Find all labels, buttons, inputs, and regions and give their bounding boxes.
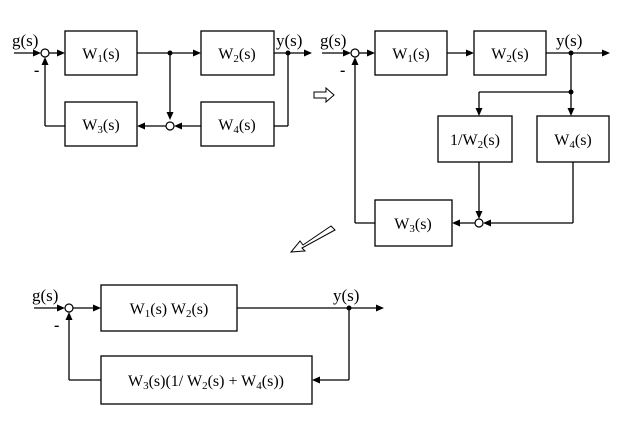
- arrowhead: [475, 108, 483, 116]
- input-signal-label: g(s): [320, 31, 346, 50]
- block-w2-label: W2(s): [218, 46, 256, 65]
- block-w3-label: W3(s): [394, 216, 432, 235]
- block-inv-w2-label: 1/W2(s): [450, 132, 500, 151]
- arrowhead: [57, 49, 65, 57]
- arrowhead: [452, 219, 460, 227]
- diagram-original: g(s) - W1(s) W2(s) y(s) W4(s) W3(s): [12, 30, 312, 147]
- arrowhead: [376, 304, 384, 312]
- diagram-intermediate: g(s) - W1(s) W2(s) y(s) 1/W2(s) W4(s): [320, 30, 610, 247]
- arrowhead: [475, 211, 483, 219]
- output-signal-label: y(s): [276, 31, 302, 50]
- block-w3-label: W3(s): [82, 117, 120, 136]
- block-w2: [473, 30, 547, 76]
- summing-junction: [64, 303, 74, 313]
- arrowhead: [33, 49, 41, 57]
- minus-sign: -: [340, 62, 345, 79]
- block-w4-label: W4(s): [554, 132, 592, 151]
- arrowhead: [304, 49, 312, 57]
- diagram-result: g(s) - W1(s) W2(s) y(s) W3(s)(1/ W2(s) +…: [32, 284, 384, 405]
- arrowhead: [137, 122, 145, 130]
- block-inv-w2: [437, 115, 513, 163]
- block-w1-label: W1(s): [392, 46, 430, 65]
- arrowhead: [41, 57, 49, 65]
- summing-junction-1: [350, 48, 360, 58]
- arrowhead: [483, 219, 491, 227]
- block-feedback-equivalent: [100, 355, 313, 405]
- block-feedback-label: W3(s)(1/ W2(s) + W4(s)): [128, 373, 284, 392]
- block-w3: [374, 199, 453, 247]
- block-w2-label: W2(s): [491, 46, 529, 65]
- arrowhead: [174, 122, 182, 130]
- summing-junction-2: [165, 121, 175, 131]
- block-w1-label: W1(s): [82, 46, 120, 65]
- summing-junction-2: [474, 218, 484, 228]
- output-signal-label: y(s): [556, 31, 582, 50]
- input-signal-label: g(s): [12, 31, 38, 50]
- transform-arrow-right: [313, 86, 335, 104]
- arrowhead: [602, 49, 610, 57]
- input-signal-label: g(s): [32, 286, 58, 305]
- block-w1: [374, 30, 448, 76]
- arrowhead: [343, 49, 351, 57]
- arrowhead: [312, 376, 320, 384]
- arrowhead: [166, 112, 174, 120]
- block-w3: [64, 101, 138, 147]
- arrowhead: [367, 49, 375, 57]
- arrowhead: [567, 108, 575, 116]
- block-w4: [200, 101, 275, 147]
- arrowhead: [193, 49, 201, 57]
- arrowhead: [351, 57, 359, 65]
- transform-arrow-down-left: [289, 225, 336, 253]
- block-forward-label: W1(s) W2(s): [130, 301, 209, 320]
- arrowhead: [466, 49, 474, 57]
- block-w4: [536, 115, 610, 163]
- arrowhead: [93, 304, 101, 312]
- minus-sign: -: [54, 317, 59, 334]
- arrowhead: [57, 304, 65, 312]
- summing-junction-1: [40, 48, 50, 58]
- block-w2: [200, 30, 275, 76]
- arrowhead: [65, 312, 73, 320]
- output-signal-label: y(s): [333, 286, 359, 305]
- minus-sign: -: [34, 62, 39, 79]
- block-w4-label: W4(s): [218, 117, 256, 136]
